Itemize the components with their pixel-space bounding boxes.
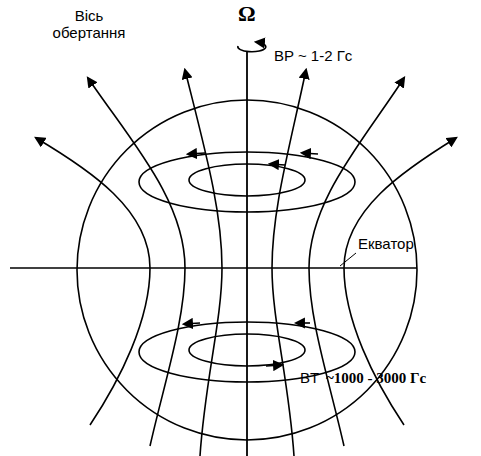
field-label: BT [300,370,319,387]
field-line [309,78,404,446]
loop-arrow [188,153,205,154]
rotation-arrow [238,42,266,52]
toroidal-loop [189,334,305,366]
loop-arrow [270,164,285,165]
rotation-axis [246,52,248,456]
omega-symbol: Ω [238,2,256,26]
equator-line [10,267,417,269]
toroidal-loop [189,164,305,196]
loop-arrow [266,365,282,366]
toroidal-loop [139,152,355,212]
loop-arrow [184,323,200,324]
field-line [36,138,150,425]
field-value: ~1000 - 3000 Гс [326,370,426,387]
toroidal-loop [139,322,355,382]
loop-arrow [302,153,318,154]
leader-line [340,253,356,266]
axis-label: Вісь обертання [44,8,134,41]
field-line [88,78,185,446]
loop-arrow [296,322,310,324]
field-line [185,70,222,456]
field-label: BP ~ 1-2 Гс [274,48,352,65]
field-line [272,70,306,456]
equator-label: Екватор [358,236,414,253]
